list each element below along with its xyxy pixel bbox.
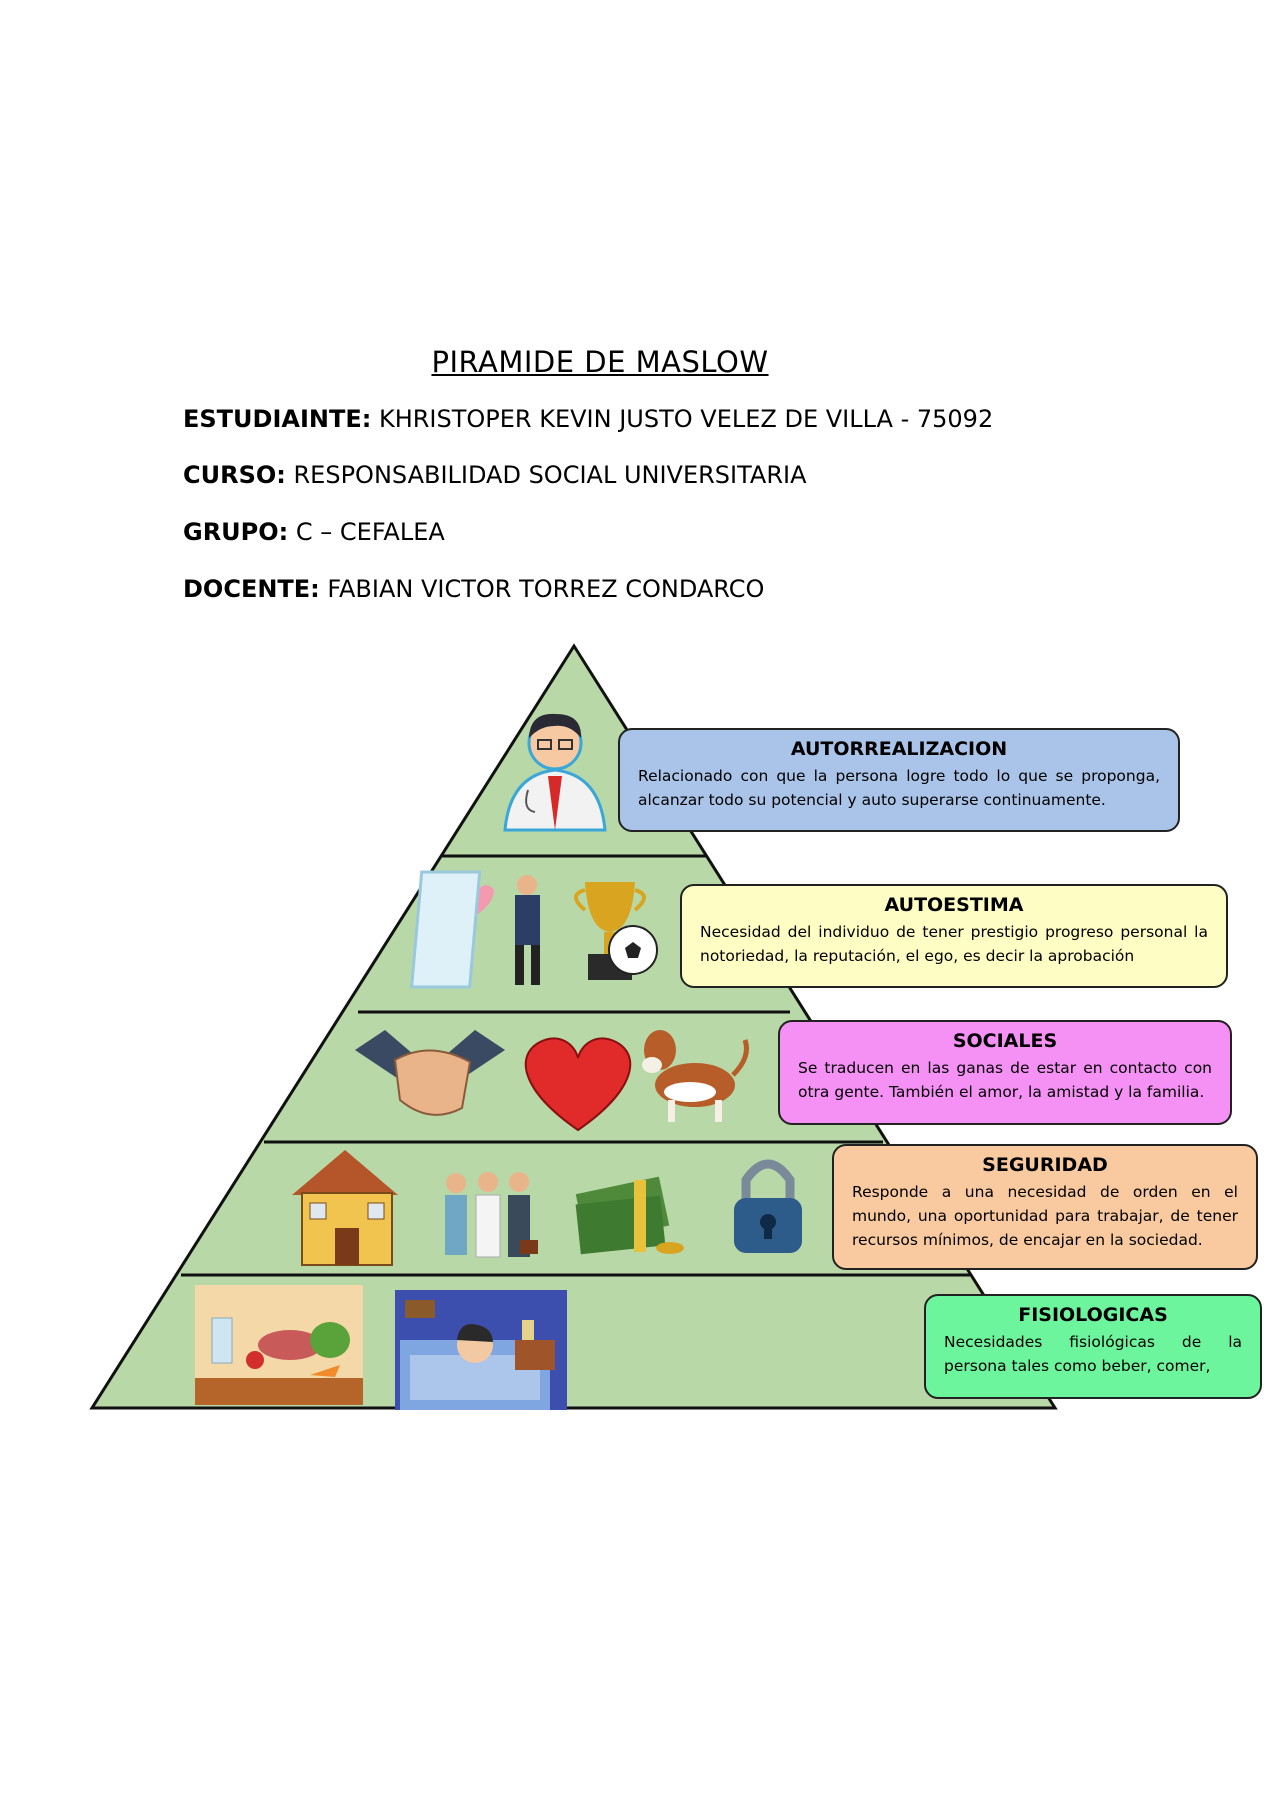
course-label: CURSO: — [183, 461, 286, 489]
course-line: CURSO: RESPONSABILIDAD SOCIAL UNIVERSITA… — [183, 461, 807, 489]
doctor-icon — [503, 713, 607, 832]
group-label: GRUPO: — [183, 518, 289, 546]
page-title: PIRAMIDE DE MASLOW — [431, 345, 769, 379]
student-label: ESTUDIAINTE: — [183, 405, 372, 433]
house-icon — [292, 1150, 398, 1266]
level-title: FISIOLOGICAS — [1018, 1304, 1168, 1326]
level-description: Necesidad del individuo de tener prestig… — [700, 923, 1208, 965]
student-value: KHRISTOPER KEVIN JUSTO VELEZ DE VILLA - … — [371, 405, 994, 433]
level-title: AUTOESTIMA — [884, 894, 1024, 916]
student-line: ESTUDIAINTE: KHRISTOPER KEVIN JUSTO VELE… — [183, 405, 993, 433]
level-card-sociales: SOCIALES Se traducen en las ganas de est… — [778, 1020, 1232, 1125]
money-icon — [575, 1176, 684, 1255]
level-card-seguridad: SEGURIDAD Responde a una necesidad de or… — [832, 1144, 1258, 1270]
teacher-line: DOCENTE: FABIAN VICTOR TORREZ CONDARCO — [183, 575, 764, 603]
group-value: C – CEFALEA — [288, 518, 445, 546]
level-card-fisiologicas: FISIOLOGICAS Necesidades fisiológicas de… — [924, 1294, 1262, 1399]
level-title: SEGURIDAD — [982, 1154, 1108, 1176]
course-value: RESPONSABILIDAD SOCIAL UNIVERSITARIA — [285, 461, 807, 489]
sleeping-child-icon — [395, 1290, 567, 1410]
food-icon — [195, 1285, 363, 1405]
dog-icon — [642, 1030, 749, 1122]
mirror-person-icon — [410, 870, 540, 989]
teacher-value: FABIAN VICTOR TORREZ CONDARCO — [319, 575, 765, 603]
level-card-autorrealizacion: AUTORREALIZACION Relacionado con que la … — [618, 728, 1180, 832]
level-description: Responde a una necesidad de orden en el … — [852, 1183, 1238, 1249]
professionals-icon — [445, 1172, 538, 1258]
level-description: Relacionado con que la persona logre tod… — [638, 767, 1160, 809]
soccer-ball-icon — [608, 925, 658, 975]
level-description: Se traducen en las ganas de estar en con… — [798, 1059, 1212, 1101]
group-line: GRUPO: C – CEFALEA — [183, 518, 445, 546]
level-card-autoestima: AUTOESTIMA Necesidad del individuo de te… — [680, 884, 1228, 988]
level-title: SOCIALES — [952, 1030, 1058, 1052]
handshake-icon — [355, 1030, 505, 1116]
level-title: AUTORREALIZACION — [790, 738, 1008, 760]
heart-icon — [524, 1037, 632, 1132]
padlock-icon — [734, 1159, 802, 1253]
teacher-label: DOCENTE: — [183, 575, 320, 603]
trophy-icon — [574, 882, 646, 980]
level-description: Necesidades fisiológicas de la persona t… — [944, 1333, 1242, 1375]
